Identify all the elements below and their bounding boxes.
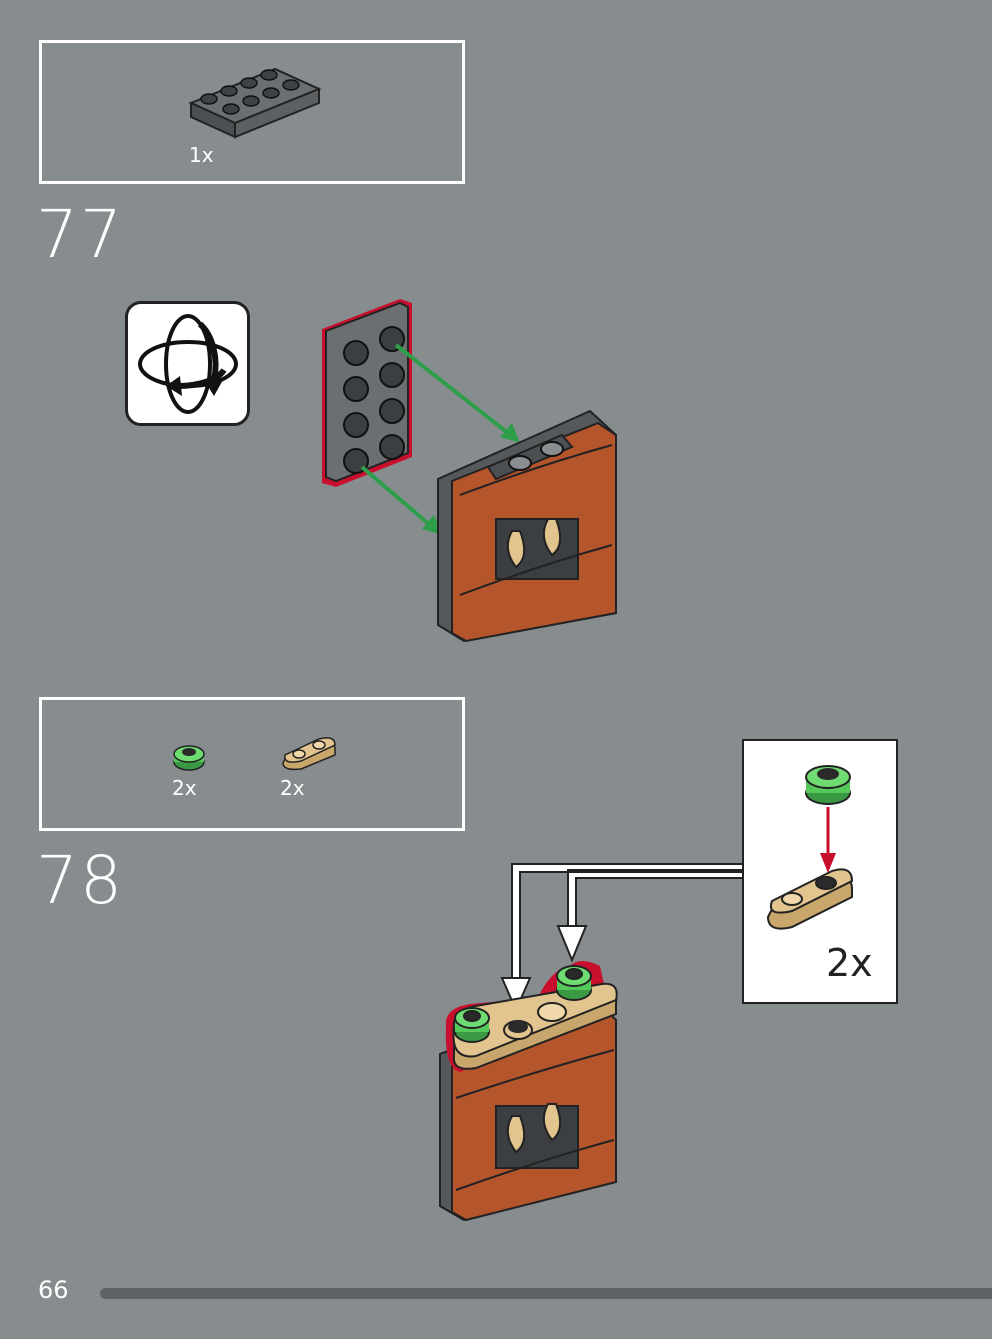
green-round-plate-1x1 — [454, 1007, 490, 1043]
green-round-plate-1x1-icon — [173, 745, 205, 771]
tan-plate-1x2-rounded-icon — [282, 737, 336, 771]
step-78-assembly-illustration — [439, 863, 742, 1222]
green-round-plate-1x1 — [556, 965, 592, 1001]
sub-assembly-callout: 2x — [742, 739, 898, 1004]
page-progress-bar — [100, 1288, 992, 1299]
step-77-assembly-illustration — [322, 299, 617, 643]
parts-list-step-77: 1x — [39, 40, 465, 184]
callout-connector-lines — [511, 863, 742, 980]
part-quantity: 1x — [189, 143, 214, 167]
rotate-model-icon — [125, 301, 250, 426]
dark-grey-plate-2x4-icon — [188, 67, 322, 139]
step-number: 77 — [36, 196, 124, 273]
callout-sub-assembly-illustration — [766, 765, 854, 930]
parts-list-step-78: 2x 2x — [39, 697, 465, 831]
part-quantity: 2x — [172, 776, 197, 800]
callout-quantity: 2x — [826, 941, 873, 985]
page-number: 66 — [38, 1276, 69, 1304]
part-quantity: 2x — [280, 776, 305, 800]
step-number: 78 — [36, 842, 124, 919]
